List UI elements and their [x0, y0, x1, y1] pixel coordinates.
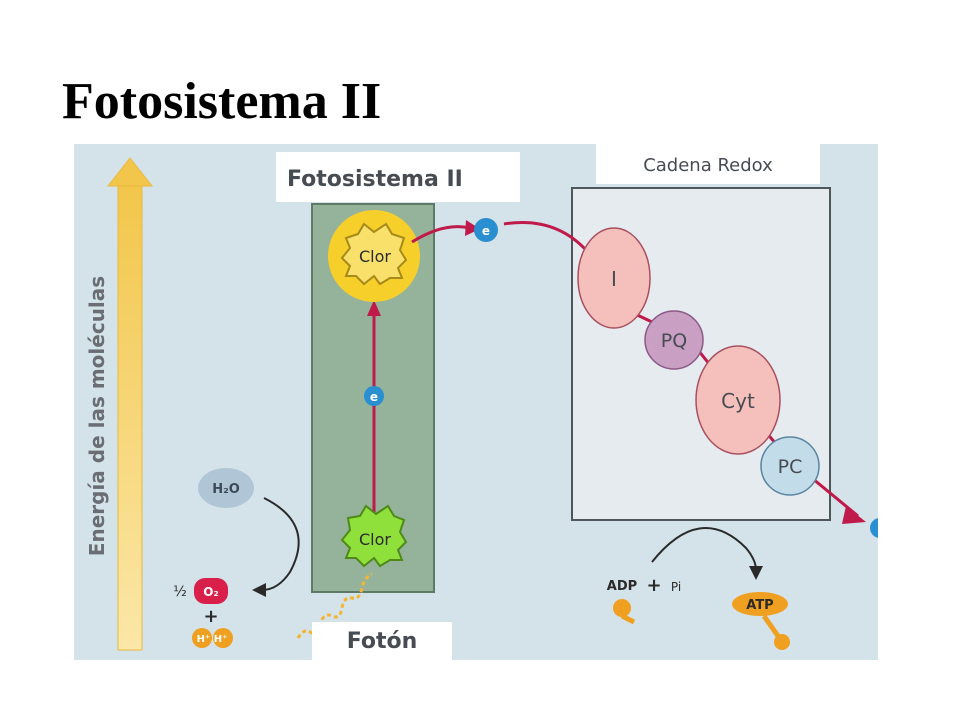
redox-label: Cadena Redox	[643, 155, 773, 176]
chain-exit-arrowhead	[842, 506, 866, 524]
atp-tail	[761, 614, 781, 638]
redox-carrier-pc-label: PC	[778, 456, 803, 478]
atp-arrowhead	[749, 566, 763, 580]
electron-transferred	[474, 218, 498, 242]
redox-label-box	[596, 144, 820, 184]
redox-carrier-cyt	[695, 345, 781, 455]
redox-carrier-pq	[644, 310, 704, 370]
adp-plus: +	[646, 575, 661, 596]
redox-carrier-cyt-label: Cyt	[721, 389, 755, 413]
excitation-arrowhead	[367, 300, 381, 316]
atp-label: ATP	[746, 598, 773, 613]
energy-axis-label: Energía de las moléculas	[85, 276, 109, 556]
water-split-arrow	[261, 497, 300, 591]
oxygen-molecule	[194, 578, 228, 604]
chlorophyll-top-label: Clor	[359, 247, 391, 266]
chlorophyll-bottom-label: Clor	[359, 530, 391, 549]
photon-label: Fotón	[347, 629, 418, 654]
electron-exit	[870, 518, 878, 538]
photosystem-label: Fotosistema II	[287, 167, 463, 192]
chlorophyll-bottom-shape	[340, 504, 408, 568]
redox-chain: I PQ Cyt PC	[577, 227, 866, 524]
protons-label: H⁺ H⁺	[197, 634, 228, 645]
photosystem-label-box	[276, 152, 520, 202]
photon-wave	[296, 572, 373, 639]
water-plus: +	[203, 606, 218, 627]
redox-carrier-i-label: I	[611, 267, 617, 291]
electron-mid	[364, 386, 384, 406]
water-split-arrowhead	[252, 583, 266, 597]
electron-transferred-label: e	[482, 224, 490, 238]
adp-phosphate	[613, 599, 631, 617]
atp-arrow	[651, 527, 757, 571]
photosystem-diagram: Energía de las moléculas Fotosistema II …	[74, 144, 878, 660]
redox-carrier-pq-label: PQ	[661, 330, 687, 352]
redox-carrier-i	[577, 227, 651, 329]
redox-carrier-pc	[760, 436, 820, 496]
proton-2	[213, 628, 233, 648]
transfer-arrowhead	[465, 220, 480, 236]
atp-synthesis: ADP + Pi ATP	[607, 527, 790, 650]
water-splitting: H₂O ½ O₂ + H⁺ H⁺	[173, 468, 300, 648]
adp-label: ADP	[607, 579, 637, 594]
oxygen-label: O₂	[203, 585, 218, 599]
to-chain-path	[503, 220, 588, 252]
slide-title: Fotosistema II	[62, 73, 382, 130]
water-molecule	[198, 468, 254, 508]
pi-label: Pi	[671, 580, 681, 594]
atp-phosphate	[774, 634, 790, 650]
proton-1	[192, 628, 212, 648]
photon-label-box	[312, 622, 452, 660]
adp-tail	[620, 613, 636, 625]
chlorophyll-top-shape	[340, 222, 408, 286]
atp-molecule	[732, 592, 788, 616]
electron-mid-label: e	[370, 390, 378, 404]
energy-arrow	[106, 157, 154, 651]
water-label: H₂O	[212, 482, 240, 497]
oxygen-coef: ½	[173, 584, 187, 600]
